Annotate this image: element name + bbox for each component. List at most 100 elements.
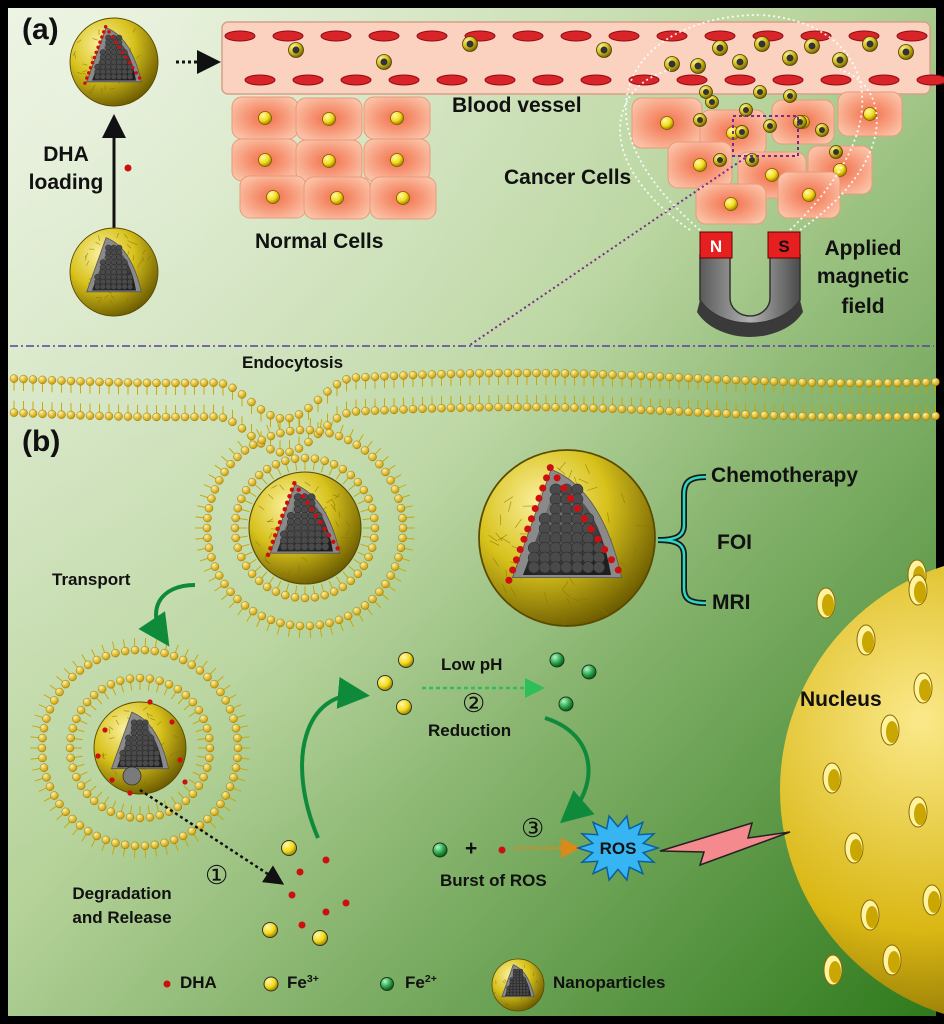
lipid-head bbox=[913, 378, 921, 386]
lipid-head bbox=[276, 619, 284, 627]
lipid-head bbox=[330, 588, 338, 596]
lipid-head bbox=[69, 764, 77, 772]
lipid-head bbox=[46, 783, 54, 791]
lipid-head bbox=[666, 407, 674, 415]
vessel-nanoparticle-core bbox=[759, 41, 766, 48]
lipid-head bbox=[316, 427, 324, 435]
core-grain bbox=[519, 992, 522, 995]
lipid-head bbox=[770, 411, 778, 419]
lipid-head bbox=[205, 544, 213, 552]
lipid-head bbox=[146, 813, 154, 821]
nuclear-pore-inner bbox=[822, 594, 834, 616]
lipid-head bbox=[306, 622, 314, 630]
core-grain bbox=[294, 543, 301, 550]
lipid-head bbox=[347, 577, 355, 585]
nuclear-pore-inner bbox=[914, 581, 926, 603]
core-grain bbox=[100, 284, 106, 290]
core-grain bbox=[122, 284, 128, 290]
lipid-head bbox=[162, 379, 170, 387]
cancer-nanoparticle-core bbox=[739, 129, 745, 135]
lipid-head bbox=[409, 405, 417, 413]
core-grain bbox=[125, 760, 131, 766]
lipid-head bbox=[552, 369, 560, 377]
lipid-head bbox=[205, 504, 213, 512]
lipid-head bbox=[590, 370, 598, 378]
step-2-label: ② bbox=[462, 690, 485, 717]
lipid-head bbox=[39, 376, 47, 384]
lipid-head bbox=[188, 827, 196, 835]
legend-dha-label: DHA bbox=[180, 974, 217, 992]
lipid-head bbox=[233, 734, 241, 742]
nuclear-pore-inner bbox=[866, 906, 878, 928]
dha-molecule bbox=[524, 526, 531, 533]
core-grain bbox=[582, 562, 593, 573]
lipid-head bbox=[200, 379, 208, 387]
lipid-head bbox=[77, 782, 85, 790]
red-blood-cell bbox=[773, 75, 803, 85]
dha-molecule bbox=[543, 474, 550, 481]
lipid-head bbox=[86, 412, 94, 420]
normal-cell-nucleus bbox=[323, 155, 336, 168]
lipid-head bbox=[134, 413, 142, 421]
lipid-head bbox=[258, 612, 266, 620]
cancer-nanoparticle-core bbox=[757, 89, 763, 95]
nuclear-pore-inner bbox=[928, 891, 940, 913]
lipid-head bbox=[704, 375, 712, 383]
red-blood-cell bbox=[561, 31, 591, 41]
lipid-head bbox=[66, 744, 74, 752]
red-blood-cell bbox=[389, 75, 419, 85]
lipid-head bbox=[233, 453, 241, 461]
lipid-head bbox=[387, 476, 395, 484]
lipid-head bbox=[233, 595, 241, 603]
lipid-head bbox=[170, 836, 178, 844]
lipid-head bbox=[571, 404, 579, 412]
lipid-head bbox=[115, 412, 123, 420]
lipid-head bbox=[195, 706, 203, 714]
lipid-head bbox=[360, 562, 368, 570]
red-blood-cell bbox=[629, 75, 659, 85]
lipid-head bbox=[369, 595, 377, 603]
red-blood-cell bbox=[917, 75, 944, 85]
application-chemotherapy: Chemotherapy bbox=[711, 465, 858, 487]
lipid-head bbox=[211, 563, 219, 571]
dha-loading-line2: loading bbox=[16, 172, 116, 194]
core-grain bbox=[507, 992, 510, 995]
burst-of-ros-label: Burst of ROS bbox=[440, 872, 547, 890]
lipid-head bbox=[181, 379, 189, 387]
lipid-head bbox=[102, 836, 110, 844]
red-blood-cell bbox=[533, 75, 563, 85]
red-blood-cell bbox=[609, 31, 639, 41]
endocytosis-label: Endocytosis bbox=[242, 354, 343, 372]
application-foi: FOI bbox=[717, 532, 752, 554]
core-grain bbox=[105, 74, 111, 80]
lipid-head bbox=[210, 808, 218, 816]
lipid-head bbox=[397, 504, 405, 512]
normal-cell-nucleus bbox=[259, 154, 272, 167]
dha-molecule bbox=[278, 520, 282, 524]
lipid-head bbox=[124, 413, 132, 421]
lipid-head bbox=[365, 495, 373, 503]
dha-molecule bbox=[283, 507, 287, 511]
core-grain bbox=[142, 760, 148, 766]
nanoparticle bbox=[70, 228, 158, 316]
lipid-head bbox=[141, 842, 149, 850]
applied-field-line2: magnetic bbox=[803, 266, 923, 288]
core-grain bbox=[528, 562, 539, 573]
dha-ion bbox=[343, 900, 350, 907]
normal-cell-nucleus bbox=[259, 112, 272, 125]
lipid-head bbox=[799, 412, 807, 420]
dha-molecule bbox=[574, 505, 581, 512]
dha-dot bbox=[125, 165, 132, 172]
lipid-head bbox=[514, 403, 522, 411]
blood-vessel bbox=[222, 22, 944, 94]
lipid-head bbox=[242, 562, 250, 570]
lipid-head bbox=[409, 371, 417, 379]
lipid-head bbox=[215, 476, 223, 484]
lipid-head bbox=[370, 534, 378, 542]
core-grain bbox=[116, 74, 122, 80]
lipid-head bbox=[398, 534, 406, 542]
red-blood-cell bbox=[437, 75, 467, 85]
vessel-nanoparticle-core bbox=[381, 59, 388, 66]
core-grain bbox=[100, 74, 106, 80]
